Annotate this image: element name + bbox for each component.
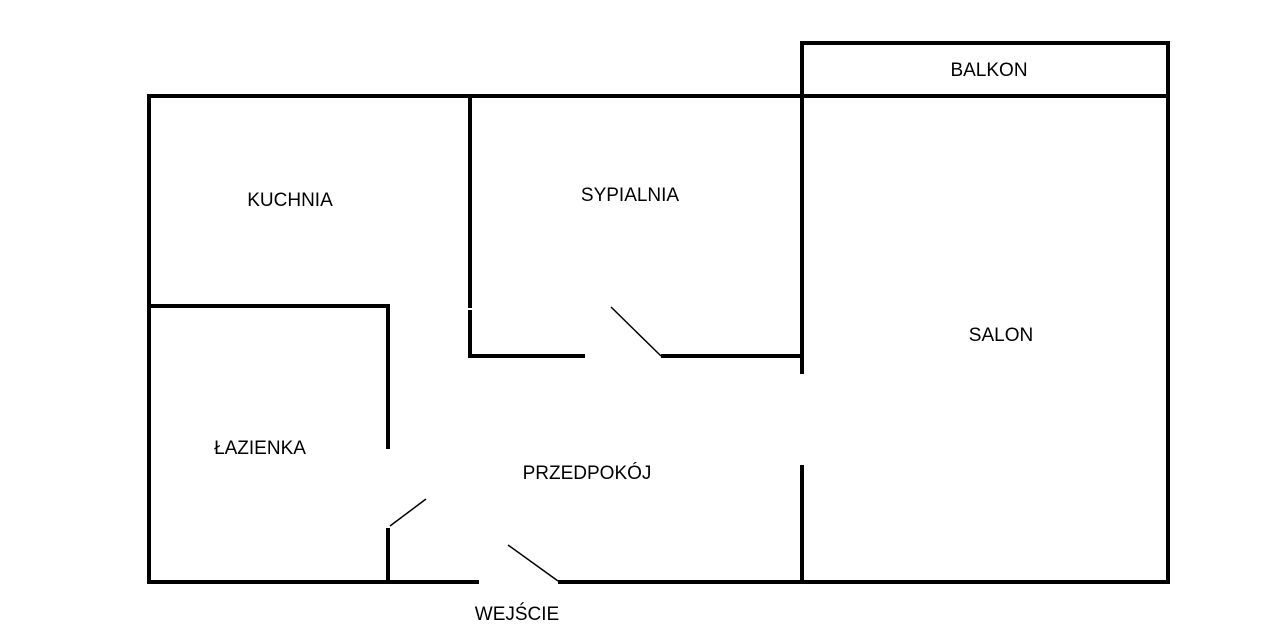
bedroom-walls xyxy=(468,94,804,358)
outer-walls xyxy=(147,94,1170,584)
balcony-label: BALKON xyxy=(950,60,1027,81)
bathroom-walls xyxy=(147,304,390,584)
hallway-label: PRZEDPOKÓJ xyxy=(523,462,652,484)
balcony-walls xyxy=(800,41,1170,98)
entrance-label: WEJŚCIE xyxy=(475,603,559,625)
entrance-door xyxy=(507,544,559,582)
living-room-label: SALON xyxy=(969,325,1033,346)
bathroom-door xyxy=(389,498,427,527)
bathroom-label: ŁAZIENKA xyxy=(214,438,306,459)
kitchen-label: KUCHNIA xyxy=(247,190,333,211)
doors xyxy=(389,306,662,582)
bedroom-door xyxy=(610,306,662,357)
bedroom-label: SYPIALNIA xyxy=(581,185,680,206)
